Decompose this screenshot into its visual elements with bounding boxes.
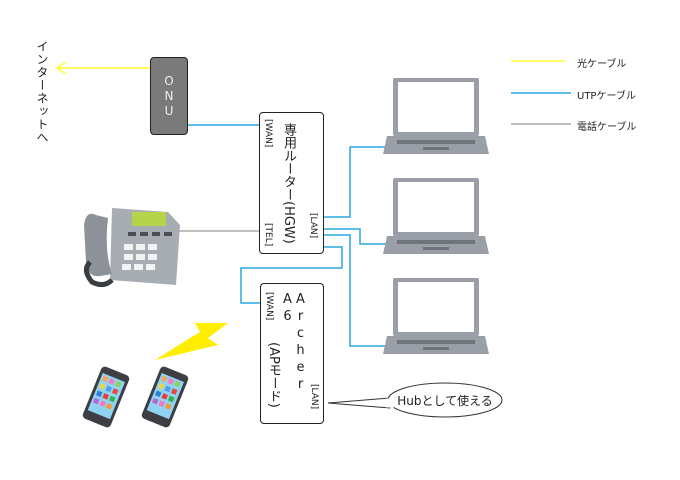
callout-bubble: [327, 382, 503, 418]
legend-label-utp: UTPケーブル: [577, 91, 636, 102]
onu-device: ONU: [150, 57, 188, 135]
smartphone-icon: [82, 366, 130, 428]
archer-mode: (APモード): [266, 342, 281, 408]
router-title: 専用ルーター(HGW): [281, 123, 296, 244]
smartphone-icon: [141, 366, 189, 428]
laptop-icon: [383, 78, 489, 154]
archer-wan-port: [WAN]: [264, 292, 274, 321]
internet-label: インターネットへ: [35, 40, 49, 144]
router-wan-port: [WAN]: [263, 119, 273, 148]
utp-router-laptop-2: [323, 228, 390, 245]
utp-router-laptop-3: [323, 234, 390, 347]
legend-label-fiber: 光ケーブル: [577, 59, 627, 70]
archer-title: Archer A6: [280, 292, 308, 394]
utp-router-archer: [240, 246, 343, 304]
utp-router-laptop-1: [323, 146, 390, 218]
router-lan-port: [LAN]: [308, 213, 318, 239]
router-tel-port: [TEL]: [263, 223, 273, 247]
fiber-cable: [55, 61, 150, 75]
archer-lan-port: [LAN]: [309, 384, 319, 410]
laptop-icon: [383, 178, 489, 254]
laptop-icon: [383, 278, 489, 354]
router-hgw: [WAN] [TEL] 専用ルーター(HGW) [LAN]: [259, 112, 324, 254]
callout-text: Hubとして使える: [397, 394, 493, 408]
onu-label: ONU: [162, 73, 176, 119]
archer-a6: [WAN] Archer A6 (APモード) [LAN]: [260, 283, 324, 424]
wireless-bolt-icon: [155, 323, 228, 360]
telephone-icon: [84, 208, 180, 288]
legend-label-phone: 電話ケーブル: [577, 122, 637, 133]
